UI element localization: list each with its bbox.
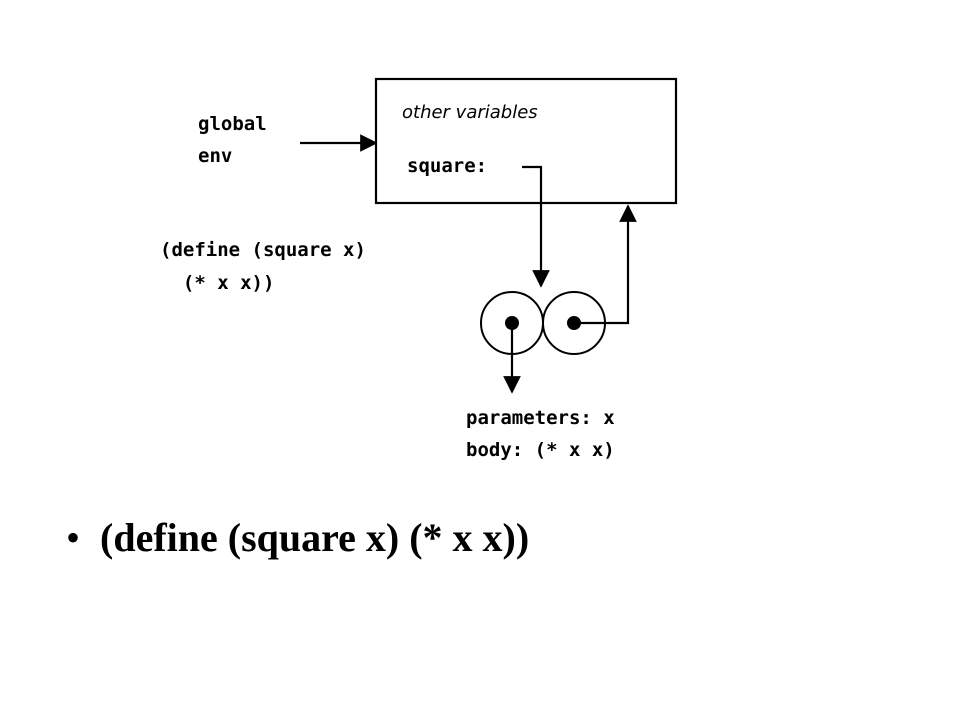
bullet-symbol: • bbox=[66, 515, 81, 560]
define-code-line2: (* x x)) bbox=[160, 272, 274, 294]
procedure-parameters: parameters: x bbox=[466, 407, 615, 429]
global-frame-box bbox=[374, 77, 678, 205]
define-code-line1: (define (square x) bbox=[160, 239, 366, 261]
bullet-text: (define (square x) (* x x)) bbox=[100, 515, 530, 560]
binding-arrow bbox=[522, 165, 550, 288]
frame-binding-square: square: bbox=[407, 155, 487, 177]
global-env-label-line1: global bbox=[198, 113, 267, 135]
frame-other-variables: other variables bbox=[402, 102, 538, 123]
bullet-item: • (define (square x) (* x x)) bbox=[66, 514, 529, 561]
env-pointer-arrow bbox=[574, 204, 637, 325]
procedure-body: body: (* x x) bbox=[466, 439, 615, 461]
global-env-label-line2: env bbox=[198, 145, 232, 167]
